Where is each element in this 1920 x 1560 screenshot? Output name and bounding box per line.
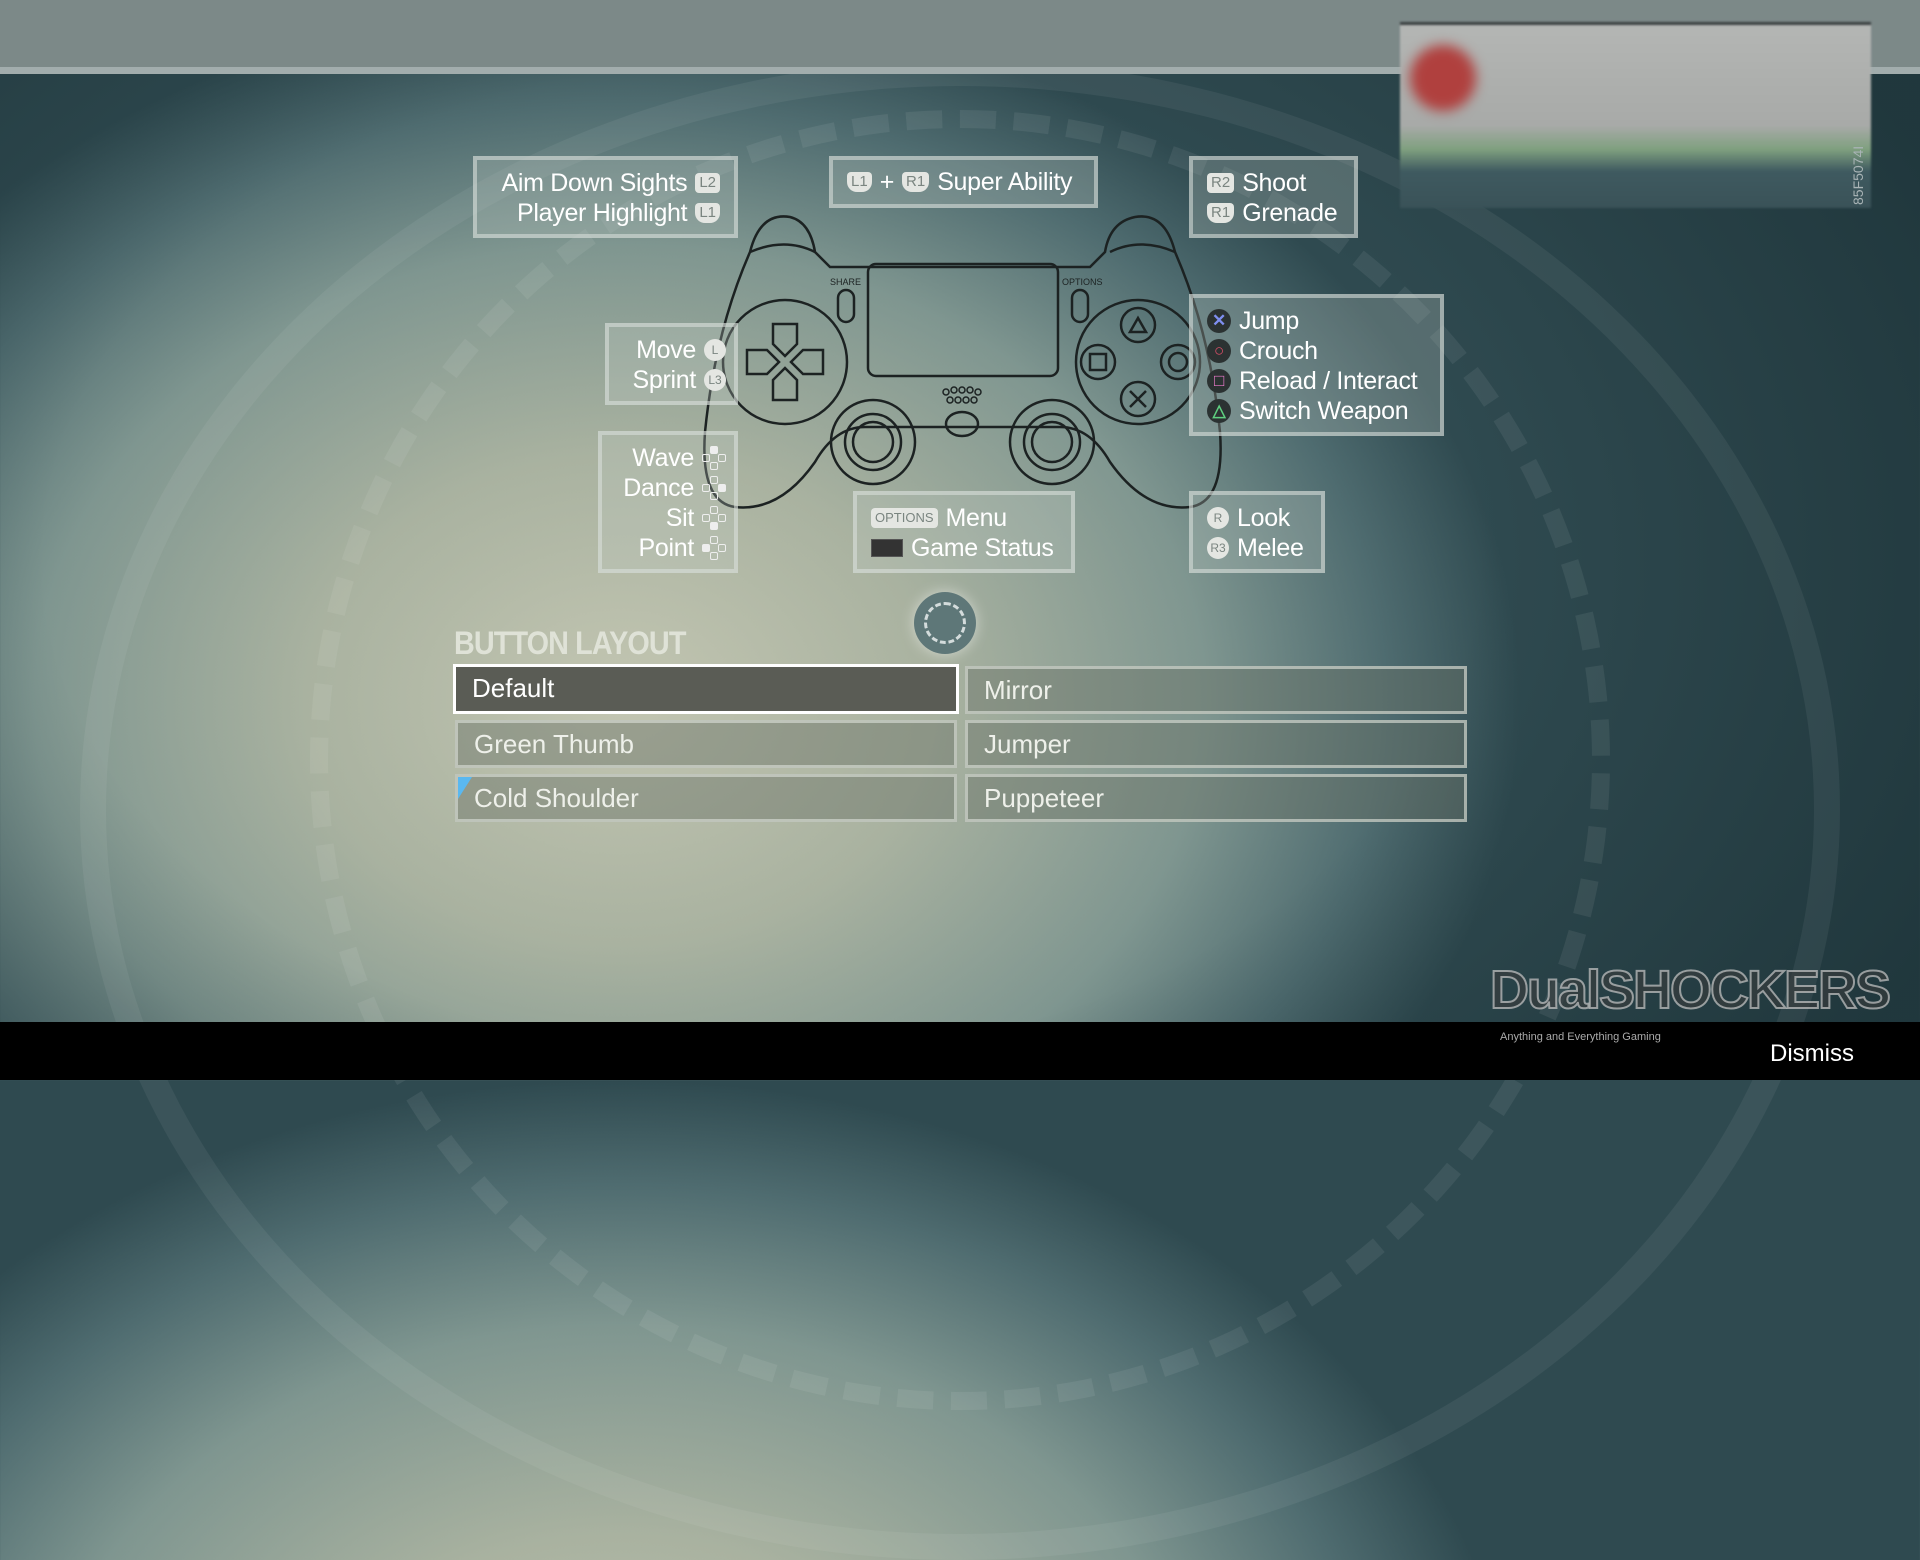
binding-label: Menu — [945, 504, 1008, 532]
binding-label: Grenade — [1242, 199, 1338, 227]
binding-status: Game Status — [871, 533, 1057, 563]
binding-sit: Sit — [616, 503, 726, 533]
binding-sprint: Sprint L3 — [623, 365, 726, 395]
binding-label: Shoot — [1242, 169, 1307, 197]
dpad-up-icon — [702, 446, 726, 470]
new-indicator-icon — [458, 777, 472, 799]
binding-label: Reload / Interact — [1239, 367, 1418, 395]
button-layout-heading: BUTTON LAYOUT — [454, 625, 686, 661]
binding-melee: R3 Melee — [1207, 533, 1307, 563]
layout-option-default[interactable]: Default — [453, 664, 959, 714]
left-stick-box: Move L Sprint L3 — [605, 323, 738, 405]
dpad-ring — [721, 298, 849, 426]
binding-label: Aim Down Sights — [501, 169, 688, 197]
menu-box: OPTIONS Menu Game Status — [853, 491, 1075, 573]
binding-label: Wave — [632, 444, 694, 472]
controller-diagram: SHARE OPTIONS — [703, 215, 1222, 509]
l1-button-icon: L1 — [847, 172, 872, 192]
ps-button — [944, 410, 980, 438]
binding-label: Crouch — [1239, 337, 1318, 365]
binding-label: Look — [1237, 504, 1291, 532]
options-label: OPTIONS — [1062, 277, 1103, 287]
cross-button-icon: ✕ — [1207, 309, 1231, 333]
binding-shoot: R2 Shoot — [1207, 168, 1340, 198]
binding-move: Move L — [623, 335, 726, 365]
r2-button-icon: R2 — [1207, 173, 1235, 193]
binding-label: Sit — [665, 504, 695, 532]
triggers-right-box: R2 Shoot R1 Grenade — [1189, 156, 1358, 238]
logo-tagline: Anything and Everything Gaming — [1500, 1031, 1661, 1043]
binding-grenade: R1 Grenade — [1207, 198, 1340, 228]
binding-label: Super Ability — [937, 168, 1073, 196]
l3-button-icon: L3 — [704, 369, 726, 391]
binding-label: Dance — [623, 474, 694, 502]
binding-wave: Wave — [616, 443, 726, 473]
binding-switch-weapon: △ Switch Weapon — [1207, 396, 1426, 426]
binding-label: Game Status — [911, 534, 1054, 562]
binding-label: Switch Weapon — [1239, 397, 1409, 425]
binding-dance: Dance — [616, 473, 726, 503]
binding-highlight: Player Highlight L1 — [491, 198, 720, 228]
options-button-icon: OPTIONS — [871, 508, 938, 528]
loading-spinner-icon — [914, 592, 976, 654]
face-button-ring — [1074, 298, 1202, 426]
dpad-right-icon — [702, 476, 726, 500]
binding-label: Jump — [1239, 307, 1299, 335]
blurred-notification — [1400, 22, 1871, 208]
option-label: Cold Shoulder — [474, 783, 639, 813]
left-stick-icon: L — [704, 339, 726, 361]
r3-button-icon: R3 — [1207, 537, 1229, 559]
binding-jump: ✕ Jump — [1207, 306, 1426, 336]
notification-dot-icon — [1410, 45, 1476, 111]
binding-aim: Aim Down Sights L2 — [491, 168, 720, 198]
touchpad-icon — [871, 539, 903, 557]
circle-button-icon: ○ — [1207, 339, 1231, 363]
triggers-left-box: Aim Down Sights L2 Player Highlight L1 — [473, 156, 738, 238]
layout-option-puppeteer[interactable]: Puppeteer — [965, 774, 1467, 822]
dpad — [745, 322, 825, 402]
controller-body — [703, 215, 1222, 509]
r1-button-icon: R1 — [902, 172, 930, 192]
square-button-icon: □ — [1207, 369, 1231, 393]
layout-option-jumper[interactable]: Jumper — [965, 720, 1467, 768]
dismiss-button[interactable]: Dismiss — [1770, 1040, 1854, 1067]
dpad-down-icon — [702, 506, 726, 530]
emotes-box: Wave Dance Sit Point — [598, 431, 738, 573]
binding-reload: □ Reload / Interact — [1207, 366, 1426, 396]
plus-sign: + — [879, 168, 895, 196]
binding-label: Sprint — [632, 366, 696, 394]
binding-point: Point — [616, 533, 726, 563]
triangle-button-icon: △ — [1207, 399, 1231, 423]
face-buttons-box: ✕ Jump ○ Crouch □ Reload / Interact △ Switch… — [1189, 294, 1444, 436]
right-stick-icon: R — [1207, 507, 1229, 529]
binding-label: Point — [638, 534, 695, 562]
touchpad — [866, 262, 1060, 378]
bottom-bar — [0, 1022, 1920, 1080]
share-label: SHARE — [830, 277, 861, 287]
top-bar-divider — [0, 67, 1920, 74]
layout-option-green-thumb[interactable]: Green Thumb — [455, 720, 957, 768]
watermark-code: 85F5074I — [1850, 145, 1866, 205]
right-stick-box: R Look R3 Melee — [1189, 491, 1325, 573]
r1-button-icon: R1 — [1207, 203, 1235, 223]
super-ability-box: L1 + R1 Super Ability — [829, 156, 1098, 208]
binding-look: R Look — [1207, 503, 1307, 533]
l1-button-icon: L1 — [695, 203, 720, 223]
binding-label: Move — [636, 336, 696, 364]
dpad-left-icon — [702, 536, 726, 560]
layout-option-cold-shoulder[interactable]: Cold Shoulder — [455, 774, 957, 822]
dualshockers-logo: DualSHOCKERS — [1489, 959, 1892, 1021]
binding-super: L1 + R1 Super Ability — [847, 167, 1080, 197]
binding-menu: OPTIONS Menu — [871, 503, 1057, 533]
binding-crouch: ○ Crouch — [1207, 336, 1426, 366]
binding-label: Player Highlight — [517, 199, 688, 227]
binding-label: Melee — [1237, 534, 1304, 562]
l2-button-icon: L2 — [695, 173, 720, 193]
layout-option-mirror[interactable]: Mirror — [965, 666, 1467, 714]
